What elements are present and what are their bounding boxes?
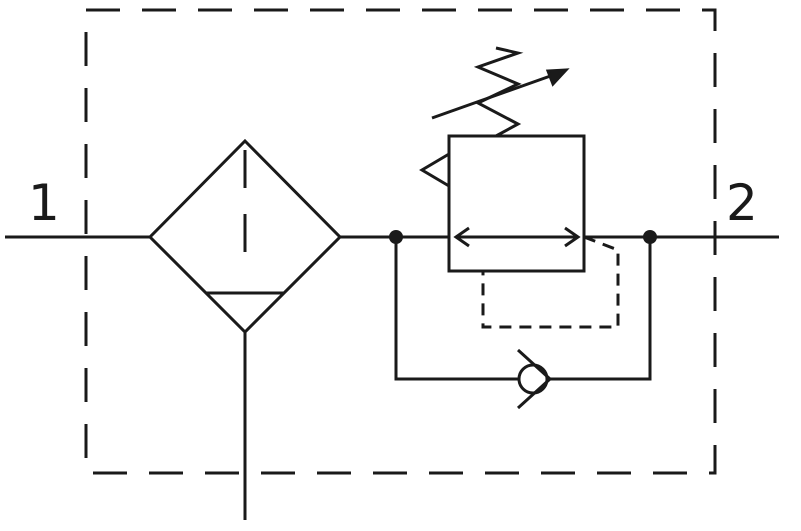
junction-dot-inlet-side [389,230,403,244]
adjustment-arrow [431,72,557,120]
pilot-feedback-dashed [481,235,620,329]
bypass-line-right [550,237,652,381]
unit-enclosure-dashed [84,8,717,475]
regulator-body [447,134,586,273]
pilot-triangle [419,152,450,188]
bypass-line-left [394,237,520,381]
port-label-inlet: 1 [28,174,60,232]
junction-dot-outlet-side [643,230,657,244]
regulator-arrowhead-right [564,226,581,248]
adjustable-spring [473,46,524,138]
adjustment-arrowhead [545,68,570,87]
check-valve-seat [516,348,553,410]
regulator-arrowhead-left [453,226,470,248]
check-valve-ball [517,363,549,395]
port-label-outlet: 2 [726,174,758,232]
